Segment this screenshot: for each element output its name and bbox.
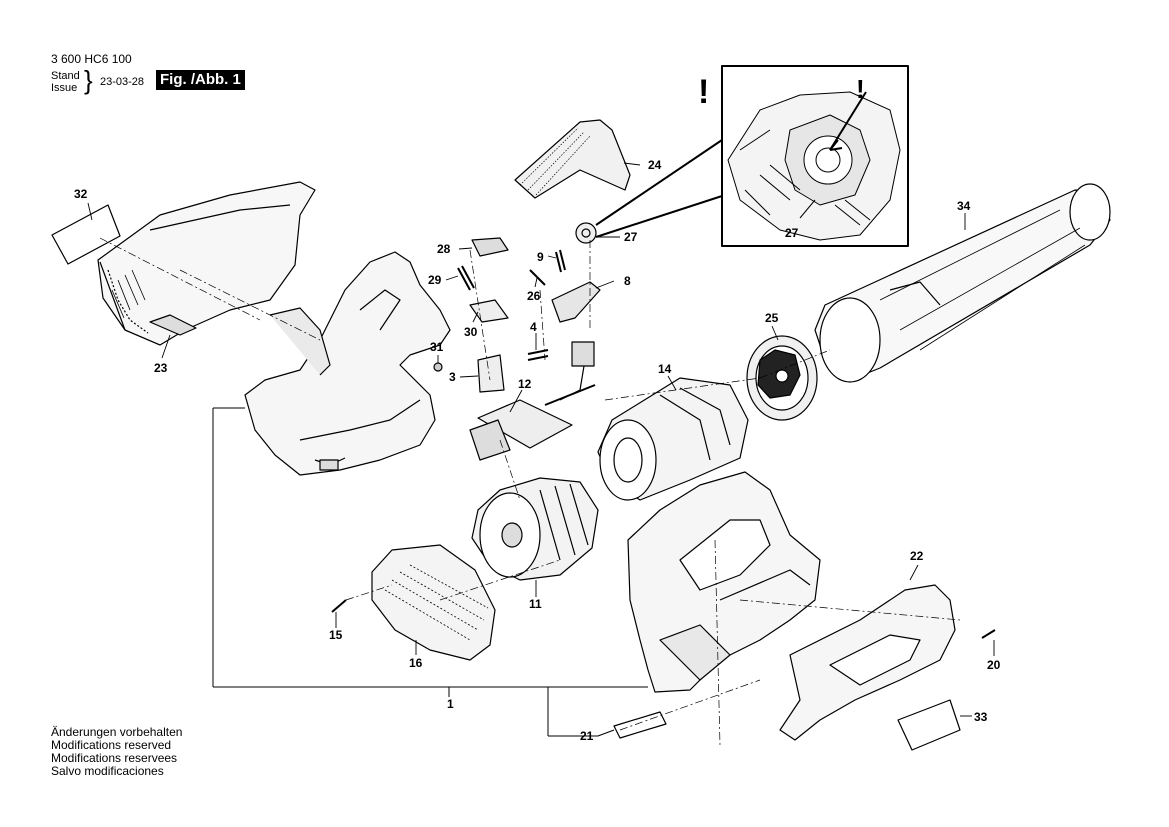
note-es: Salvo modificaciones	[51, 764, 164, 778]
label-part-29: 29	[428, 273, 442, 287]
part-25-fan-guard	[746, 335, 818, 421]
label-part-27-detail: 27	[785, 226, 799, 240]
label-part-30: 30	[464, 325, 478, 339]
issue-date: 23-03-28	[100, 76, 145, 88]
label-part-28: 28	[437, 242, 451, 256]
detail-inset-frame	[721, 65, 909, 247]
part-23-left-housing-shell	[97, 181, 316, 346]
part-29-spring	[457, 265, 475, 291]
figure-label: Fig. /Abb. 1	[156, 70, 245, 90]
label-part-12: 12	[518, 377, 532, 391]
label-leader-lines	[87, 162, 995, 717]
issue-label: Issue	[51, 82, 78, 94]
label-part-31: 31	[430, 340, 444, 354]
detail-leader-line-2	[595, 195, 723, 238]
label-part-22: 22	[910, 549, 924, 563]
note-fr: Modifications reservees	[51, 751, 178, 765]
label-part-21: 21	[580, 729, 594, 743]
part-3-lock	[477, 354, 505, 393]
part-30-slider	[469, 299, 509, 323]
label-part-25: 25	[765, 311, 779, 325]
label-part-14: 14	[658, 362, 672, 376]
stand-label: Stand	[51, 70, 80, 82]
rear-housing-frame	[244, 251, 451, 476]
warning-mark-left: !	[698, 73, 709, 111]
part-26-pin	[529, 269, 546, 286]
part-1-bracket	[212, 407, 648, 737]
part-20-screw	[981, 629, 996, 639]
label-part-4: 4	[530, 320, 537, 334]
part-11-fan-motor	[471, 477, 599, 581]
document-number: 3 600 HC6 100	[51, 52, 132, 66]
label-part-8: 8	[624, 274, 631, 288]
part-9-spring	[555, 249, 566, 273]
label-part-34: 34	[957, 199, 971, 213]
part-27-nut	[575, 222, 597, 244]
label-part-33: 33	[974, 710, 988, 724]
warning-mark-detail: !	[856, 74, 865, 104]
part-24-nozzle-grip	[514, 119, 631, 199]
label-part-27: 27	[624, 230, 638, 244]
part-14-motor-housing	[597, 377, 749, 501]
label-part-23: 23	[154, 361, 168, 375]
brace-icon: }	[84, 65, 93, 95]
part-34-blow-tube	[814, 183, 1111, 383]
label-part-3: 3	[449, 370, 456, 384]
part-32-label-plate	[51, 204, 121, 265]
label-part-16: 16	[409, 656, 423, 670]
part-12-switch-assembly	[469, 341, 596, 461]
modification-notes: Änderungen vorbehalten Modifications res…	[51, 726, 182, 778]
part-31-screw	[433, 362, 443, 372]
detail-leader-line	[595, 139, 723, 226]
label-part-24: 24	[648, 158, 662, 172]
part-22-right-handle-shell	[779, 584, 956, 741]
part-8-lever	[551, 281, 601, 323]
label-part-26: 26	[527, 289, 541, 303]
main-handle-housing	[627, 471, 821, 693]
detail-part-27-illustration	[727, 91, 901, 241]
label-part-1: 1	[447, 697, 454, 711]
label-part-15: 15	[329, 628, 343, 642]
part-33-label	[897, 699, 961, 751]
label-part-9: 9	[537, 250, 544, 264]
label-part-20: 20	[987, 658, 1001, 672]
label-part-32: 32	[74, 187, 88, 201]
note-de: Änderungen vorbehalten	[51, 725, 183, 739]
part-15-screw	[331, 599, 347, 613]
part-21-label	[613, 711, 667, 739]
label-part-11: 11	[529, 597, 542, 611]
note-en: Modifications reserved	[51, 738, 172, 752]
part-16-intake-grid	[371, 544, 496, 661]
assembly-axes	[99, 237, 961, 746]
part-28-switch-cover	[471, 237, 509, 257]
